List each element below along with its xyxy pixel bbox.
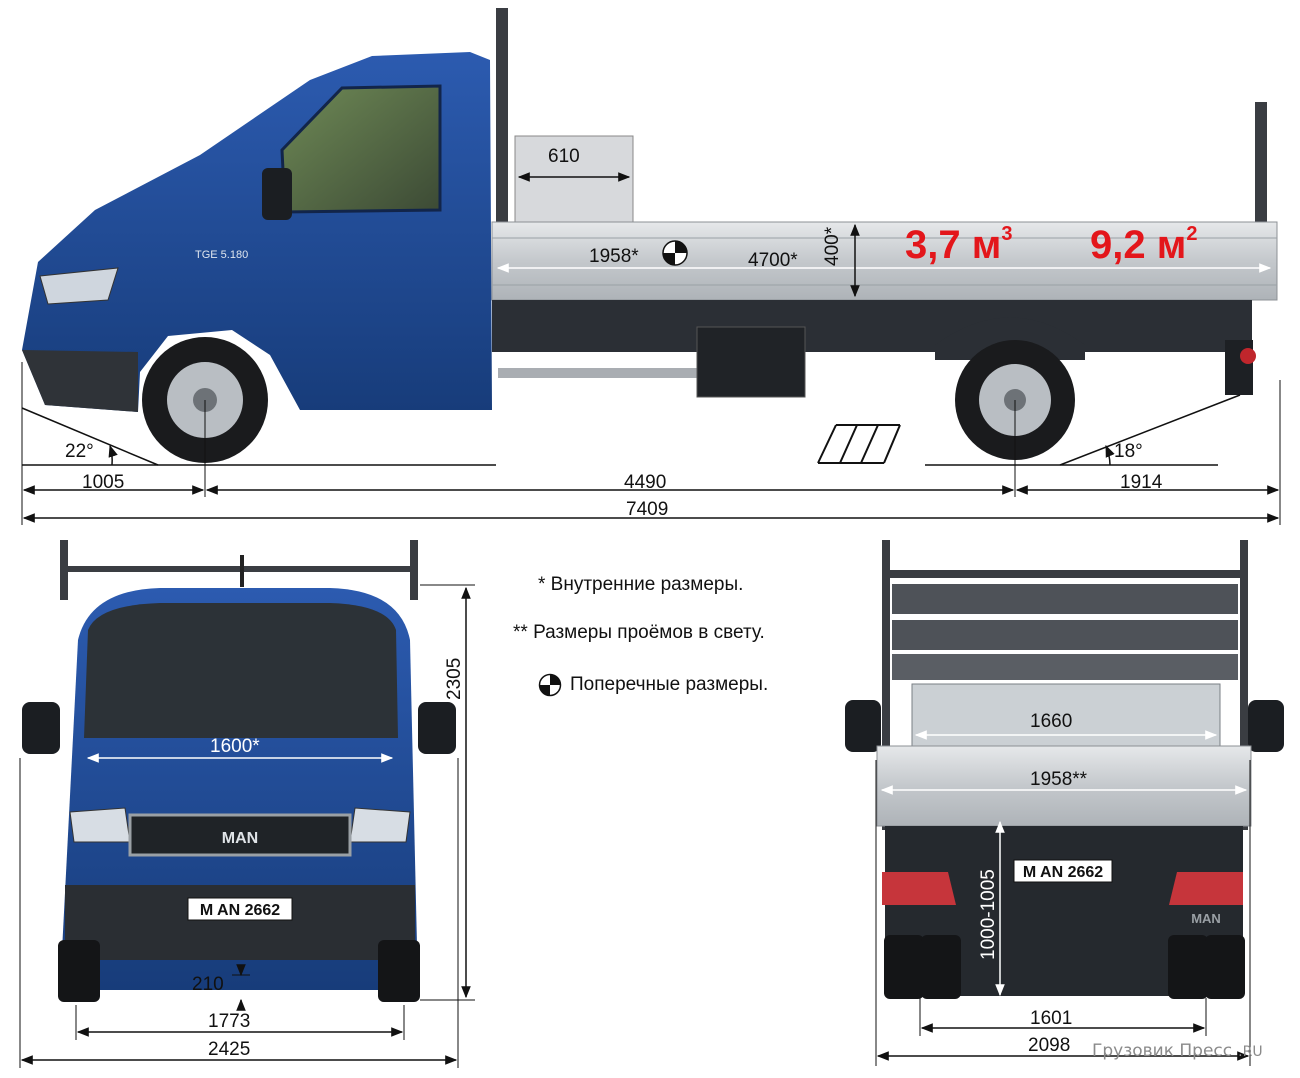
cargo-volume-label: 3,7 м3 bbox=[905, 223, 1012, 267]
cargo-body bbox=[491, 221, 1278, 301]
headboard-rack bbox=[892, 584, 1238, 680]
right-mirror bbox=[418, 702, 456, 754]
approach-angle-label: 22° bbox=[65, 441, 94, 462]
rear-stanchion bbox=[1255, 102, 1267, 222]
legend-openings: ** Размеры проёмов в свету. bbox=[513, 622, 765, 643]
side-mirror bbox=[262, 168, 292, 220]
front-brand-badge: MAN bbox=[222, 830, 258, 847]
overall-length-label: 7409 bbox=[626, 499, 668, 520]
windscreen bbox=[84, 603, 398, 738]
wheelbase-label: 4490 bbox=[624, 472, 666, 493]
body-inner-length-label: 4700* bbox=[748, 250, 798, 271]
rear-view: M AN 2662 MAN 1660 1958** 1000-1005 1601… bbox=[845, 540, 1284, 1066]
side-height-label: 400* bbox=[822, 226, 843, 266]
body-inner-width-rear-label: 1958** bbox=[1030, 769, 1088, 790]
rear-track-label: 1601 bbox=[1030, 1008, 1072, 1029]
front-bumper bbox=[65, 885, 415, 960]
front-plate bbox=[187, 897, 293, 921]
cross-dimension-symbol bbox=[662, 240, 688, 266]
rear-brand-badge: MAN bbox=[1191, 911, 1221, 926]
cross-dimension-icon bbox=[538, 673, 562, 697]
front-track-label: 1773 bbox=[208, 1011, 250, 1032]
rear-wheel bbox=[935, 317, 1085, 460]
rear-overall-width-label: 2098 bbox=[1028, 1035, 1070, 1056]
rear-plate bbox=[1013, 859, 1113, 883]
grille bbox=[128, 813, 352, 857]
center-of-gravity-hatch bbox=[817, 424, 901, 464]
legend-cross: Поперечные размеры. bbox=[538, 673, 768, 697]
departure-angle-label: 18° bbox=[1114, 441, 1143, 462]
headboard-opening-label: 1660 bbox=[1030, 711, 1072, 732]
left-mirror bbox=[22, 702, 60, 754]
front-view: MAN M AN 2662 1600* 2305 210 1773 2425 bbox=[19, 540, 475, 1068]
model-badge: TGE 5.180 bbox=[195, 249, 248, 261]
ground-clearance-label: 210 bbox=[192, 974, 224, 995]
front-stanchion bbox=[496, 8, 508, 223]
floor-height-label: 1000-1005 bbox=[978, 869, 999, 960]
svg-text:M AN 2662: M AN 2662 bbox=[200, 902, 280, 919]
chassis-frame bbox=[492, 300, 1252, 352]
body-inner-width-label: 1958* bbox=[589, 246, 639, 267]
inner-cab-width-label: 1600* bbox=[210, 736, 260, 757]
toolbox-length-label: 610 bbox=[548, 146, 580, 167]
cargo-area-label: 9,2 м2 bbox=[1090, 223, 1197, 267]
legend-internal: * Внутренние размеры. bbox=[538, 574, 744, 595]
watermark: Грузовик Пресс.RU bbox=[1092, 1041, 1263, 1061]
overall-height-label: 2305 bbox=[444, 658, 465, 700]
svg-text:M AN 2662: M AN 2662 bbox=[1023, 864, 1103, 881]
front-overhang-label: 1005 bbox=[82, 472, 124, 493]
side-toolbox bbox=[696, 326, 806, 398]
rear-overhang-label: 1914 bbox=[1120, 472, 1163, 493]
front-overall-width-label: 2425 bbox=[208, 1039, 250, 1060]
side-view: TGE 5.180 610 1958* 4700* 400* bbox=[21, 8, 1281, 525]
